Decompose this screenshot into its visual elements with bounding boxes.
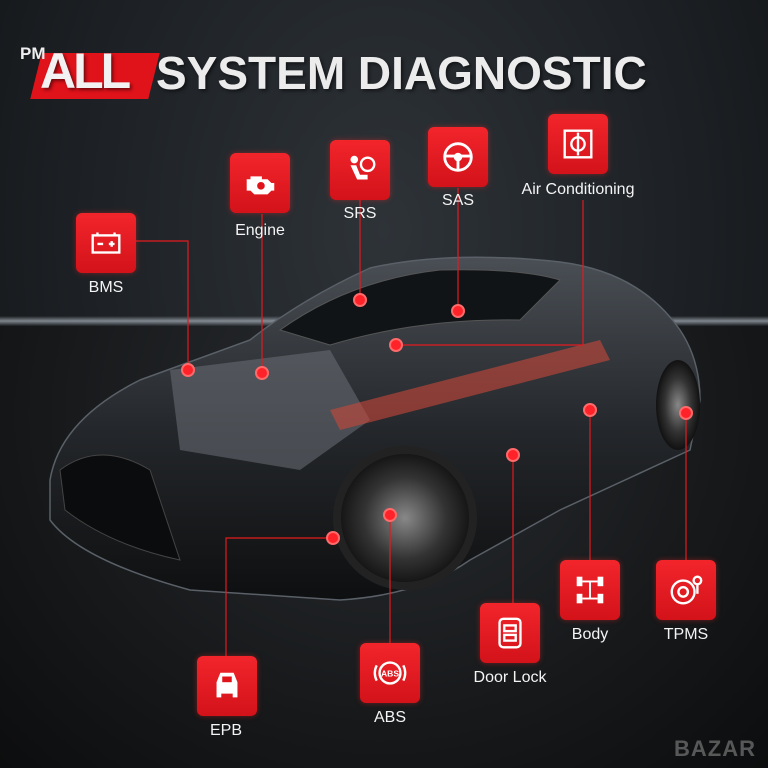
label-abs: ABS [373,709,407,726]
dot-doorlock [506,448,520,462]
abs-icon: ABS [360,643,420,703]
title-rest: SYSTEM DIAGNOSTIC [156,47,647,99]
engine-bay [170,350,370,470]
svg-text:ABS: ABS [381,668,399,678]
label-sas: SAS [441,192,475,209]
label-air-conditioning: Air Conditioning [521,181,635,198]
air-conditioning-icon [548,114,608,174]
label-bms: BMS [88,279,124,296]
dot-bms [181,363,195,377]
watermark: BAZAR [674,736,756,761]
dot-srs [353,293,367,307]
title-highlight: ALL [40,43,131,99]
dot-epb [326,531,340,545]
dot-sas [451,304,465,318]
rear-wheel [656,360,700,450]
windshield [278,269,561,346]
drivetrain [330,340,610,430]
callout-lines [136,188,687,656]
chassis-icon [560,560,620,620]
airbag-icon [330,140,390,200]
parking-brake-icon [197,656,257,716]
steering-wheel-icon [428,127,488,187]
bms-icon [76,213,136,273]
car-body [49,256,701,601]
label-srs: SRS [343,205,377,222]
dot-ac [389,338,403,352]
engine-icon [230,153,290,213]
dot-engine [255,366,269,380]
grille [59,454,181,561]
label-body: Body [571,626,609,643]
title-prefix: PM [20,44,46,63]
label-epb: EPB [209,722,243,739]
dot-abs [383,508,397,522]
dot-tpms [679,406,693,420]
front-wheel [333,446,477,590]
label-door-lock: Door Lock [473,669,547,686]
tire-pressure-icon [656,560,716,620]
dot-body [583,403,597,417]
page-title: PM ALL SYSTEM DIAGNOSTIC [0,22,768,99]
door-lock-icon [480,603,540,663]
label-engine: Engine [235,222,285,239]
label-tpms: TPMS [663,626,709,643]
